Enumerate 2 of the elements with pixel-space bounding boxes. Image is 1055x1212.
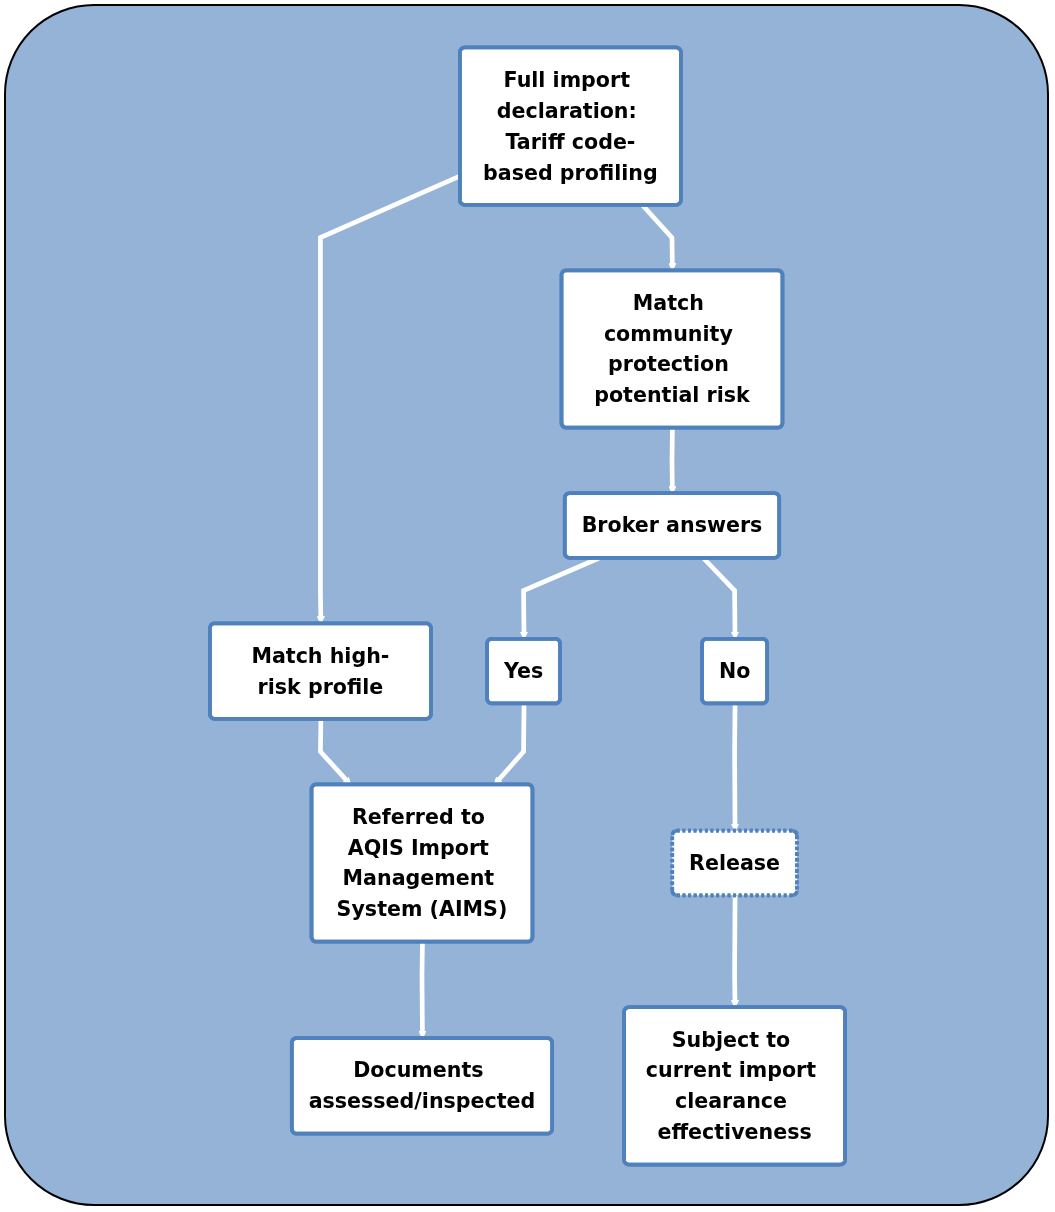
arrow [418,942,427,1039]
arrow [668,428,677,494]
